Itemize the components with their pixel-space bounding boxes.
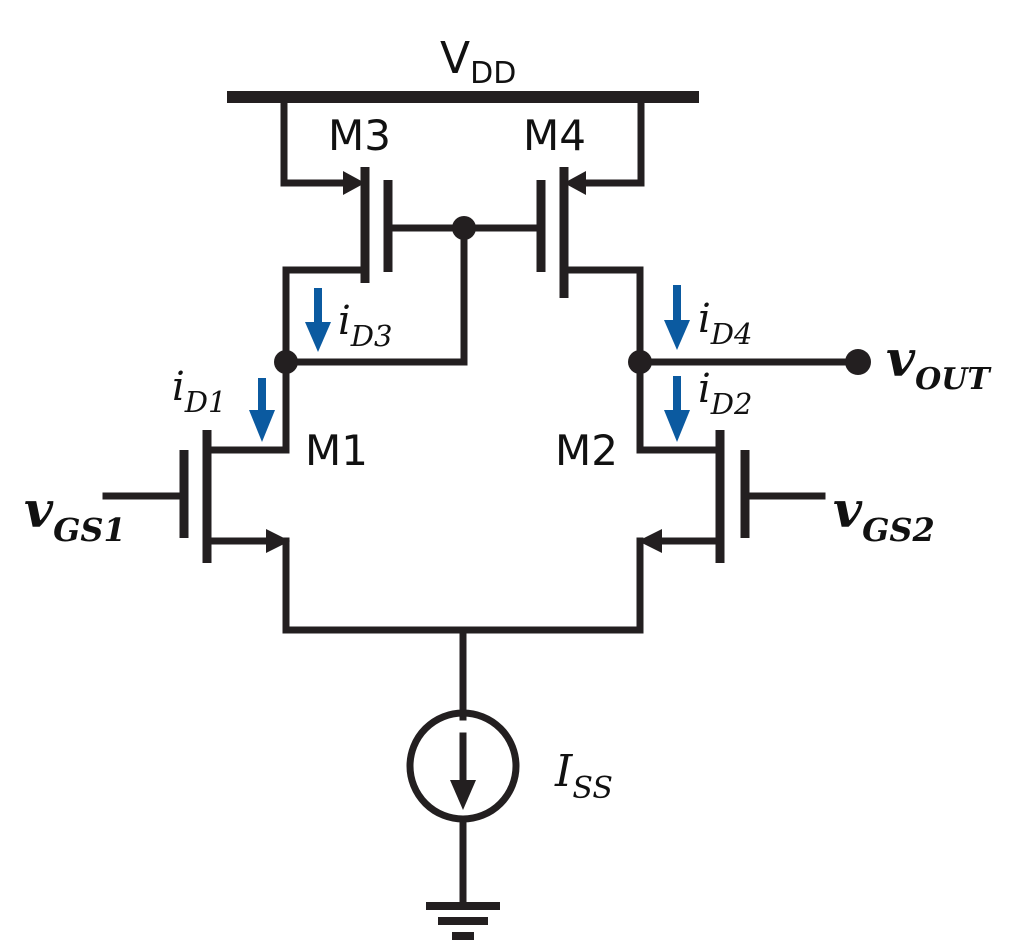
m2-label: M2	[555, 426, 618, 475]
transistor-m2	[636, 430, 826, 634]
ground-symbol	[426, 815, 500, 940]
vdd-label: VDD	[440, 33, 516, 91]
id2-label: iD2	[698, 366, 753, 421]
vgs2-label: vGS2	[833, 480, 935, 549]
current-arrow-id3	[305, 288, 331, 352]
diode-connection-wire	[282, 224, 468, 366]
current-arrow-id2	[664, 376, 690, 442]
m1-label: M1	[305, 426, 368, 475]
vout-label: vOUT	[886, 329, 992, 397]
iss-label: ISS	[554, 746, 613, 806]
vgs1-label: vGS1	[24, 480, 126, 549]
id1-label: iD1	[172, 364, 227, 419]
m4-label: M4	[523, 111, 586, 160]
id4-label: iD4	[698, 296, 753, 351]
transistor-m1	[102, 430, 290, 634]
output-terminal	[845, 349, 871, 375]
transistor-m4	[536, 93, 645, 366]
m3-label: M3	[328, 111, 391, 160]
current-arrow-id1	[249, 378, 275, 442]
current-arrow-id4	[664, 285, 690, 350]
id3-label: iD3	[338, 298, 393, 353]
current-source-iss	[406, 709, 520, 823]
